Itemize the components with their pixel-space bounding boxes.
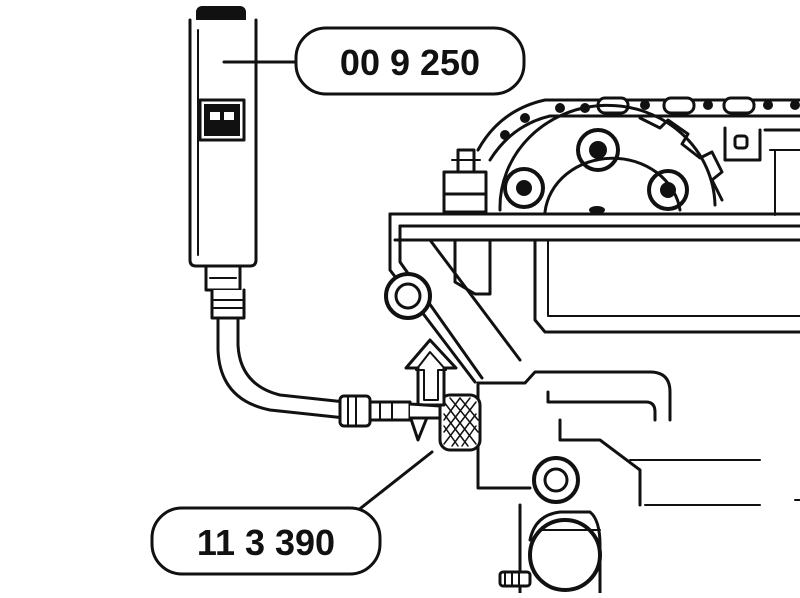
test-hose: [216, 318, 347, 420]
callout-label-adapter: 11 3 390: [197, 522, 335, 563]
camshaft-sprocket: [498, 103, 724, 214]
hose-connector: [338, 394, 442, 428]
lower-housing: [476, 370, 800, 595]
callout-label-tool: 00 9 250: [340, 42, 480, 83]
adapter-fitting: [438, 393, 482, 452]
engine-head-details: [723, 126, 800, 216]
cover-bolt: [442, 148, 488, 214]
leader-line-adapter: [350, 450, 434, 517]
engine-cover: [384, 212, 800, 384]
leader-lines: [222, 60, 434, 517]
callout-box-adapter: [150, 506, 382, 576]
callout-tool: 00 9 250: [294, 26, 526, 96]
callout-box-tool: [294, 26, 526, 96]
timing-chain: [476, 96, 800, 162]
callout-adapter: 11 3 390: [150, 506, 382, 576]
measuring-tool: [188, 6, 258, 320]
